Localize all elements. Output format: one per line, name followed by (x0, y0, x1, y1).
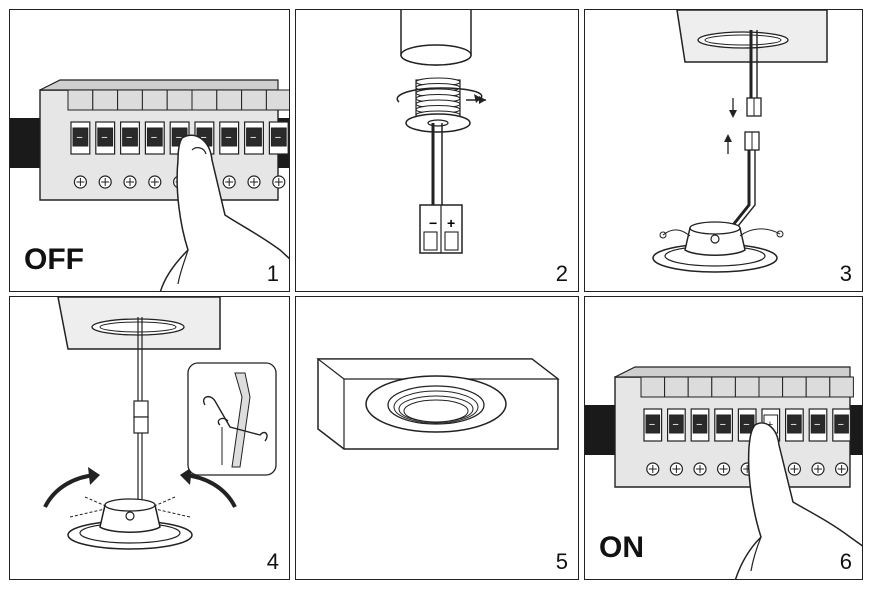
breaker-mark: − (101, 132, 107, 144)
breaker-mark: − (176, 132, 182, 144)
step-3-panel: 3 (584, 9, 863, 292)
terminal-screw (669, 462, 684, 476)
breaker-mark: − (672, 419, 678, 431)
rotate-arrow-icon (396, 87, 483, 103)
downlight-icon (652, 221, 778, 273)
breaker-switch[interactable]: − (785, 408, 804, 442)
on-label: ON (599, 531, 644, 564)
connector-join-drawing (652, 10, 828, 273)
breaker-switch[interactable]: − (666, 408, 686, 442)
connector-icon (133, 400, 149, 418)
breaker-switch[interactable]: − (643, 408, 663, 442)
off-label: OFF (24, 243, 84, 276)
downlight-icon (67, 498, 193, 550)
breaker-mark: − (814, 419, 820, 431)
breaker-switch[interactable]: − (808, 408, 828, 442)
breaker-panel-icon: − − − − − + − − − (585, 366, 862, 579)
installed-light-drawing (316, 358, 560, 450)
breaker-mark: − (649, 419, 655, 431)
breaker-mark: − (743, 419, 749, 431)
terminal-screw (98, 175, 112, 189)
breaker-mark: − (126, 132, 132, 144)
step-1-panel: − − − − − − − − − OFF 1 (9, 9, 290, 292)
breaker-switch[interactable]: − (219, 121, 240, 155)
breaker-mark: − (275, 132, 281, 144)
breaker-mark: − (76, 132, 82, 144)
step-number: 5 (555, 549, 568, 574)
breaker-switch[interactable]: − (832, 408, 852, 442)
breaker-mark: − (790, 419, 796, 431)
step-number: 2 (555, 261, 568, 286)
step-4-panel: 4 (9, 296, 290, 580)
breaker-switch[interactable]: − (690, 408, 710, 442)
breaker-mark: − (225, 132, 231, 144)
spring-clip-icon (203, 395, 268, 442)
breaker-switch[interactable]: − (70, 121, 91, 155)
breaker-mark: − (151, 132, 157, 144)
breaker-mark: − (250, 132, 256, 144)
breaker-mark: − (696, 419, 702, 431)
rotate-arrow-icon (43, 473, 96, 508)
step-2-panel: − + 2 (295, 9, 579, 292)
breaker-switch[interactable]: − (714, 408, 734, 442)
step-number: 3 (839, 261, 852, 286)
step-number: 1 (266, 261, 279, 286)
clip-insert-drawing (43, 297, 277, 550)
terminal-screw (787, 462, 801, 476)
spring-clip-icon (662, 229, 691, 237)
lamp-removal-drawing: − + (396, 10, 486, 254)
step-number: 6 (839, 549, 852, 574)
breaker-switch[interactable]: − (119, 121, 140, 155)
breaker-switch[interactable]: − (268, 121, 289, 155)
breaker-switch[interactable]: − (244, 121, 265, 155)
finger-icon (734, 422, 862, 579)
terminal-screw (693, 462, 707, 476)
terminal-screw (222, 175, 236, 189)
breaker-mark: − (838, 419, 844, 431)
connector-minus: − (429, 215, 437, 231)
terminal-screw (247, 175, 261, 189)
connector-plus: + (447, 215, 455, 231)
breaker-switch[interactable]: − (144, 121, 165, 155)
downlight-icon (365, 375, 507, 433)
breaker-mark: + (767, 419, 773, 431)
step-6-panel: − − − − − + − − − ON 6 (584, 296, 863, 580)
breaker-switch[interactable]: − (95, 121, 116, 155)
terminal-screw (148, 175, 162, 189)
finger-icon (159, 134, 289, 291)
terminal-screw (272, 175, 286, 189)
breaker-mark: − (720, 419, 726, 431)
step-number: 4 (266, 549, 279, 574)
step-5-panel: 5 (295, 296, 579, 580)
breaker-panel-icon: −−−−−−−−− (10, 79, 289, 291)
terminal-screw (717, 462, 731, 476)
terminal-screw (811, 462, 825, 476)
terminal-screw (646, 462, 660, 476)
terminal-screw (73, 175, 88, 189)
clip-detail-inset (187, 362, 277, 476)
terminal-screw (123, 175, 137, 189)
breaker-mark: − (200, 132, 206, 144)
terminal-screw (835, 462, 849, 476)
